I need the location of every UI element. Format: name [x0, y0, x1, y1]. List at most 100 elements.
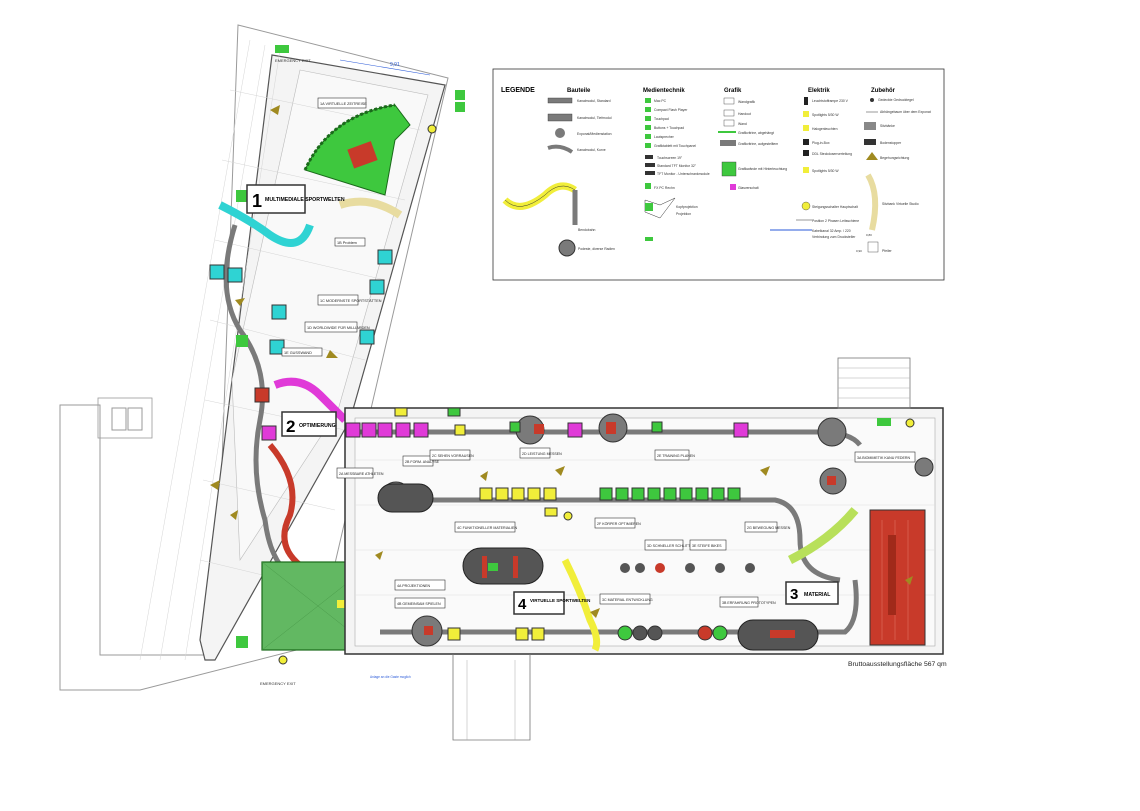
running-track	[869, 509, 926, 646]
svg-text:Buttons + Touchpad: Buttons + Touchpad	[654, 126, 684, 130]
bottom-note: Anlage an die Gaste moglich	[370, 675, 411, 679]
area-total-label: Bruttoausstellungsfläche 567 qm	[848, 661, 947, 668]
svg-text:MATERIAL: MATERIAL	[804, 592, 831, 598]
svg-text:4: 4	[518, 596, 527, 613]
yellow-channel	[561, 558, 601, 652]
legend-title: LEGENDE	[501, 87, 535, 94]
svg-text:3E STEIFE BIKES: 3E STEIFE BIKES	[692, 544, 722, 548]
svg-text:2D LEISTUNG MESSEN: 2D LEISTUNG MESSEN	[522, 452, 562, 456]
legend-col-grafik: Grafik	[724, 88, 742, 94]
svg-text:3: 3	[790, 586, 798, 603]
svg-text:Grafikvitrine, aufgestelltem: Grafikvitrine, aufgestelltem	[738, 142, 778, 146]
magenta-stations	[345, 422, 749, 438]
svg-text:Gedeckte Gedrucktegel: Gedeckte Gedrucktegel	[878, 98, 914, 102]
gray-channel-left	[223, 224, 292, 577]
svg-text:3A BIOMIMETIK KANU FEDERN: 3A BIOMIMETIK KANU FEDERN	[857, 456, 911, 460]
zone-4-label: 4 VIRTUELLE SPORTWELTEN	[513, 591, 590, 615]
red-channel	[267, 443, 302, 568]
legend-col-medientechnik: Medientechnik	[643, 88, 685, 94]
svg-text:Grafiktablett mit Touchpanel: Grafiktablett mit Touchpanel	[654, 144, 696, 148]
red-exhibit	[347, 141, 378, 169]
cyan-channel	[218, 201, 314, 247]
legend-dim-b: 0,90	[856, 249, 862, 253]
svg-text:2: 2	[286, 417, 295, 436]
zone-2-label: 2 OPTIMIERUNG	[281, 411, 337, 437]
svg-text:Spotlights 5/30 W: Spotlights 5/30 W	[812, 113, 839, 117]
svg-text:Bodenstopper: Bodenstopper	[880, 141, 902, 145]
svg-text:Position 2 Phasen Leitsschiene: Position 2 Phasen Leitsschiene	[812, 219, 859, 223]
svg-text:1D WORLDWIDE FÜR MILLIARDEN: 1D WORLDWIDE FÜR MILLIARDEN	[307, 326, 370, 330]
svg-text:1C MODERNSTE SPORTSTÄTTEN: 1C MODERNSTE SPORTSTÄTTEN	[320, 299, 382, 303]
legend-grafik: Wandgrafik Handout Wand Grafikvitrine, a…	[718, 97, 787, 190]
small-exhibits-bottom	[617, 563, 755, 641]
svg-text:Kanalmodul, Tiefmodul: Kanalmodul, Tiefmodul	[577, 116, 612, 120]
left-wing: 9,91 EMERGENC	[59, 24, 465, 691]
svg-text:4B GEMEINSAM SPIELEN: 4B GEMEINSAM SPIELEN	[397, 602, 441, 606]
svg-text:Grafikwände mit Hinterleuchtun: Grafikwände mit Hinterleuchtung	[738, 167, 787, 171]
svg-text:2C SEHEN VORRAUSEN: 2C SEHEN VORRAUSEN	[432, 454, 474, 458]
svg-text:Grafikvitrine, abgehängt: Grafikvitrine, abgehängt	[738, 131, 774, 135]
svg-text:4A PROJEKTIONEN: 4A PROJEKTIONEN	[397, 584, 431, 588]
svg-text:2G BEWEGUNG MESSEN: 2G BEWEGUNG MESSEN	[747, 526, 791, 530]
svg-text:1A VIRTUELLE ZEITREISE: 1A VIRTUELLE ZEITREISE	[320, 102, 367, 106]
svg-text:Plug-in-Box: Plug-in-Box	[812, 141, 830, 145]
legend-elektrik: Leuchtstofframpe 230 V Spotlights 5/30 W…	[770, 97, 859, 239]
legend-dim-a: 0,80	[866, 233, 872, 237]
yellow-stations	[394, 407, 558, 641]
svg-text:Bendobahn: Bendobahn	[578, 228, 595, 232]
svg-text:Abhängebaum über dem Exponat: Abhängebaum über dem Exponat	[880, 110, 931, 114]
svg-text:MULTIMEDIALE SPORTWELTEN: MULTIMEDIALE SPORTWELTEN	[265, 197, 345, 203]
emergency-exit-label: EMERGENCY EXIT	[275, 58, 311, 63]
svg-text:3D SCHNELLER SCHLITTEN: 3D SCHNELLER SCHLITTEN	[647, 544, 696, 548]
svg-text:VIRTUELLE SPORTWELTEN: VIRTUELLE SPORTWELTEN	[530, 598, 590, 603]
svg-text:Spotlights 5/30 W: Spotlights 5/30 W	[812, 169, 839, 173]
direction-arrows	[210, 105, 913, 618]
svg-text:Sitzbank Virtuelle Studio: Sitzbank Virtuelle Studio	[882, 202, 919, 206]
legend-zubehoer: Gedeckte Gedrucktegel Abhängebaum über d…	[856, 98, 931, 253]
zone-1-label: 1 MULTIMEDIALE SPORTWELTEN	[246, 184, 345, 214]
svg-text:Touchpad: Touchpad	[654, 117, 669, 121]
svg-text:Wand: Wand	[738, 122, 747, 126]
svg-text:1: 1	[252, 191, 262, 211]
svg-text:Exponat/Medienstation: Exponat/Medienstation	[577, 132, 612, 136]
svg-text:FX PC Rechn: FX PC Rechn	[654, 186, 675, 190]
svg-text:Lautsprecher: Lautsprecher	[654, 135, 675, 139]
svg-text:Steigungsschalter Hauptschalt: Steigungsschalter Hauptschalt	[812, 205, 858, 209]
svg-text:Compact Flash Player: Compact Flash Player	[654, 108, 688, 112]
svg-text:Halogenleuchten: Halogenleuchten	[812, 127, 838, 131]
svg-text:Projektion: Projektion	[676, 212, 691, 216]
svg-text:3B ERFAHRUNG PROTOTYPEN: 3B ERFAHRUNG PROTOTYPEN	[722, 601, 776, 605]
svg-text:3C MATERIAL ENTWICKLUNG: 3C MATERIAL ENTWICKLUNG	[602, 598, 653, 602]
svg-text:Sitzbänke: Sitzbänke	[880, 124, 895, 128]
svg-text:Wandgrafik: Wandgrafik	[738, 100, 755, 104]
yellow-bench	[338, 197, 403, 219]
legend-medientechnik: Mac PC Compact Flash Player Touchpad But…	[644, 98, 710, 241]
legend-col-bauteile: Bauteile	[567, 88, 591, 94]
green-stations	[447, 407, 891, 571]
right-station-labels: 2A MESSBARE ATHLETEN 2B FORM. ANALYSE 2C…	[336, 447, 916, 609]
svg-text:Leuchtstofframpe 230 V: Leuchtstofframpe 230 V	[812, 99, 849, 103]
legend-col-elektrik: Elektrik	[808, 88, 830, 94]
legend: LEGENDE Bauteile Medientechnik Grafik El…	[492, 68, 945, 281]
svg-text:Glasverschalt: Glasverschalt	[738, 186, 759, 190]
svg-text:Kanalmodul, Standard: Kanalmodul, Standard	[577, 99, 611, 103]
legend-bauteile: Kanalmodul, Standard Kanalmodul, Tiefmod…	[502, 97, 615, 257]
svg-text:Kopfprojektion: Kopfprojektion	[676, 205, 698, 209]
svg-text:Standard TFT Monitor 32": Standard TFT Monitor 32"	[657, 164, 697, 168]
svg-text:1B Problem: 1B Problem	[337, 241, 357, 245]
svg-text:Handout: Handout	[738, 112, 751, 116]
zone-3-label: 3 MATERIAL	[785, 581, 839, 605]
svg-text:1E GUSSWAND: 1E GUSSWAND	[284, 351, 312, 355]
svg-text:Kanalmodul, Kurve: Kanalmodul, Kurve	[577, 148, 606, 152]
svg-text:Begehungsrichtung: Begehungsrichtung	[880, 156, 909, 160]
legend-col-zubehoer: Zubehör	[871, 88, 896, 94]
svg-text:Verbindung zum Drucksteller: Verbindung zum Drucksteller	[812, 235, 856, 239]
right-hall: 3 MATERIAL 4 VIRTUELLE SPORTWELTEN 2A ME…	[97, 105, 944, 741]
svg-text:Kabelkanal 32 Amp. / 220: Kabelkanal 32 Amp. / 220	[812, 229, 851, 233]
svg-text:2B FORM. ANALYSE: 2B FORM. ANALYSE	[405, 460, 440, 464]
left-wing-outer-wall	[59, 24, 449, 691]
svg-text:Podeste, diverse Radien: Podeste, diverse Radien	[578, 247, 615, 251]
svg-text:2F KÖRPER OPTIMIEREN: 2F KÖRPER OPTIMIEREN	[597, 522, 641, 526]
svg-text:2A MESSBARE ATHLETEN: 2A MESSBARE ATHLETEN	[339, 472, 384, 476]
